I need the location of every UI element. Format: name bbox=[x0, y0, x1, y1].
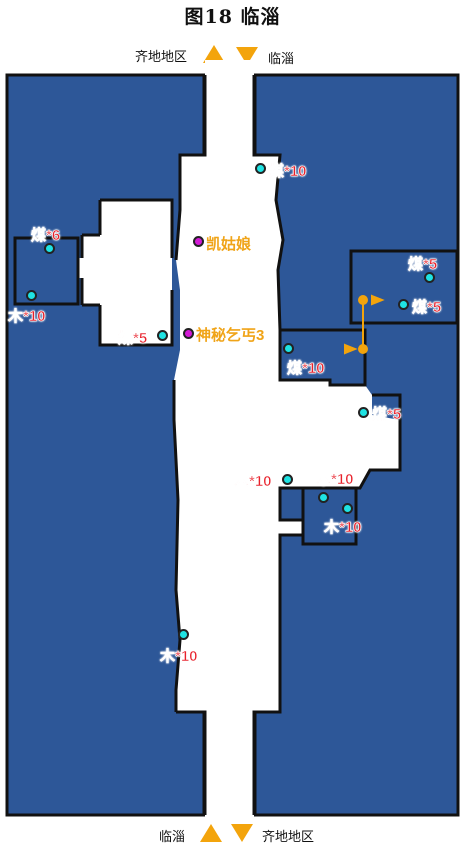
exit-label-bottom-right: 齐地地区 bbox=[262, 830, 315, 845]
resource-marker[interactable] bbox=[424, 272, 435, 283]
floor-walls bbox=[80, 75, 402, 815]
resource-marker[interactable] bbox=[398, 299, 409, 310]
route-path bbox=[344, 294, 385, 355]
room-left bbox=[13, 236, 80, 306]
resource-marker[interactable] bbox=[255, 163, 266, 174]
resource-label: 煤*5 bbox=[408, 256, 438, 274]
resource-label: 煤*5 bbox=[118, 330, 148, 348]
resource-label: 木*10 bbox=[234, 473, 272, 491]
resource-marker[interactable] bbox=[358, 407, 369, 418]
arrow-up-icon[interactable] bbox=[203, 45, 225, 63]
room-right-upper bbox=[349, 249, 459, 325]
exit-label-top-left: 齐地地区 bbox=[135, 50, 188, 65]
resource-marker[interactable] bbox=[318, 492, 329, 503]
npc-label: 凯姑娘 bbox=[206, 236, 252, 253]
map-title: 图18 临淄 bbox=[184, 6, 281, 28]
arrow-up-icon[interactable] bbox=[200, 824, 222, 842]
npc-marker[interactable] bbox=[183, 328, 194, 339]
npc-label: 神秘乞丐3 bbox=[196, 327, 265, 344]
floor-area bbox=[78, 60, 400, 830]
resource-marker[interactable] bbox=[178, 629, 189, 640]
resource-marker[interactable] bbox=[26, 290, 37, 301]
room-right-middle bbox=[278, 328, 367, 387]
resource-marker[interactable] bbox=[282, 474, 293, 485]
resource-label: 木*10 bbox=[8, 308, 46, 326]
resource-label: 木*10 bbox=[160, 648, 198, 666]
resource-marker[interactable] bbox=[157, 330, 168, 341]
resource-label: 木*10 bbox=[324, 519, 362, 537]
room-right-lower bbox=[301, 486, 358, 546]
water-left bbox=[5, 73, 206, 817]
resource-label: 木*10 bbox=[316, 471, 354, 489]
resource-label: 煤*6 bbox=[31, 227, 61, 245]
resource-marker[interactable] bbox=[342, 503, 353, 514]
resource-label: 煤*5 bbox=[412, 299, 442, 317]
arrow-down-icon[interactable] bbox=[231, 824, 253, 842]
exit-label-top-right: 临淄 bbox=[268, 52, 295, 67]
npc-marker[interactable] bbox=[193, 236, 204, 247]
resource-label: 煤*10 bbox=[269, 163, 307, 181]
resource-marker[interactable] bbox=[44, 243, 55, 254]
resource-label: 煤*5 bbox=[372, 406, 402, 424]
exit-label-bottom-left: 临淄 bbox=[159, 830, 186, 845]
resource-label: 煤*10 bbox=[287, 360, 325, 378]
resource-marker[interactable] bbox=[283, 343, 294, 354]
